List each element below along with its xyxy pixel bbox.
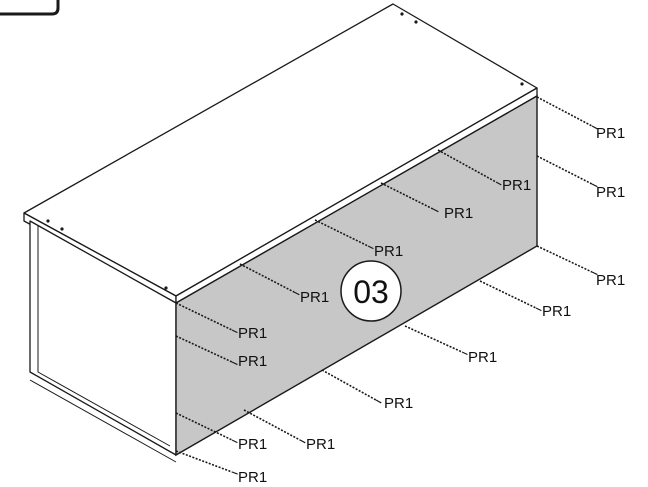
screw-tip	[591, 271, 598, 276]
hole	[46, 219, 50, 223]
frame-corner	[0, 0, 60, 16]
screw	[239, 263, 295, 293]
screw-tip	[591, 183, 598, 188]
screw-tip	[293, 291, 300, 296]
part-label-pr1: PR1	[502, 177, 531, 194]
screw-tip	[231, 471, 238, 475]
part-label-pr1: PR1	[596, 125, 625, 142]
part-label-pr1: PR1	[238, 436, 267, 453]
screw	[536, 245, 593, 273]
part-label-pr1: PR1	[596, 272, 625, 289]
part-label-pr1: PR1	[468, 349, 497, 366]
step-badge	[340, 260, 402, 322]
hole	[400, 12, 404, 16]
left-panel-inner-edge	[37, 226, 171, 447]
screw	[536, 155, 593, 185]
part-label-pr1: PR1	[238, 469, 267, 486]
part-label-pr1: PR1	[542, 303, 571, 320]
screw-tip	[231, 439, 238, 444]
hole	[60, 227, 64, 231]
hole	[164, 286, 168, 290]
screw	[321, 369, 377, 401]
screw	[243, 409, 301, 441]
screw	[437, 149, 497, 183]
screw-group	[175, 96, 598, 475]
screw-tip	[432, 208, 439, 213]
part-label-pr1: PR1	[384, 395, 413, 412]
screw	[175, 450, 233, 473]
screw	[380, 182, 434, 210]
screw	[314, 219, 369, 247]
screw-tip	[375, 399, 382, 404]
hole	[414, 20, 418, 24]
part-label-pr1: PR1	[374, 243, 403, 260]
screw-tip	[299, 439, 306, 444]
part-label-pr1: PR1	[238, 353, 267, 370]
part-label-pr1: PR1	[238, 325, 267, 342]
screw	[479, 280, 537, 309]
screw	[404, 325, 463, 353]
part-label-pr1: PR1	[306, 436, 335, 453]
screw-tip	[231, 329, 238, 334]
screw-tip	[495, 181, 502, 186]
part-label-pr1: PR1	[596, 184, 625, 201]
screw-tip	[231, 361, 238, 366]
left-panel-bottom-edge	[29, 379, 177, 463]
screw-tip	[461, 351, 468, 356]
screw-tip	[535, 307, 542, 312]
screw	[536, 96, 593, 127]
part-label-pr1: PR1	[300, 289, 329, 306]
step-number: 03	[353, 274, 389, 310]
part-label-pr1: PR1	[444, 205, 473, 222]
screw-tip	[367, 245, 374, 250]
hole	[520, 82, 524, 86]
screw-tip	[591, 125, 598, 130]
